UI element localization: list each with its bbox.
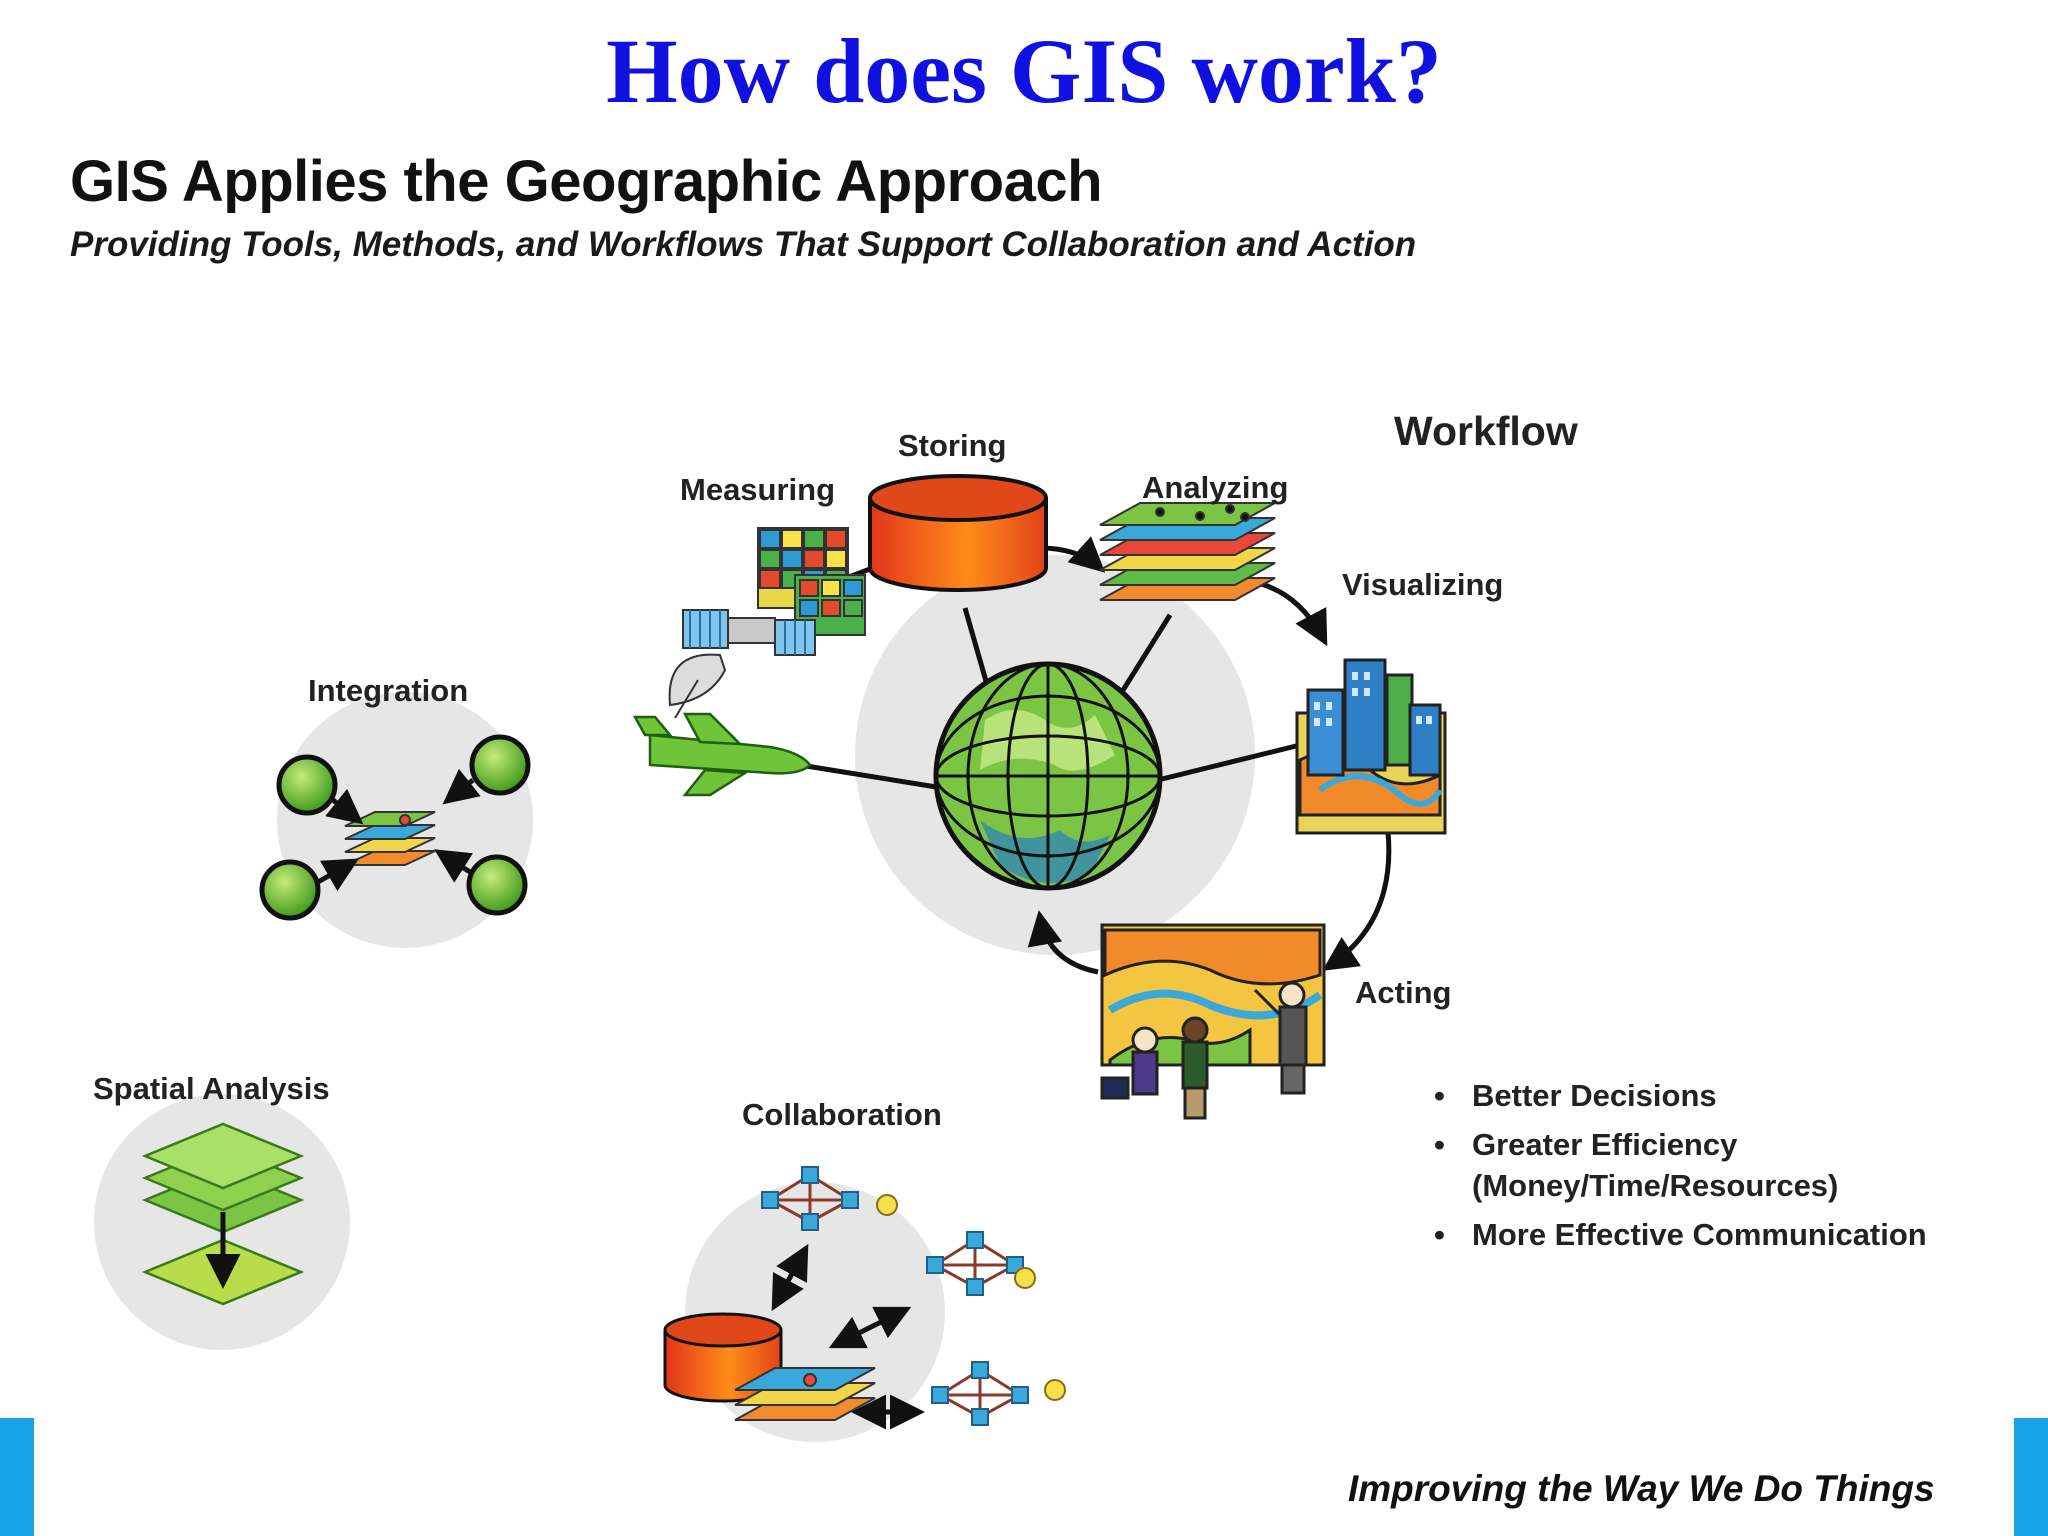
database-icon xyxy=(868,474,1048,592)
satellite-icon xyxy=(668,609,816,719)
footer-tagline: Improving the Way We Do Things xyxy=(1348,1468,1935,1509)
spatial-analysis-layers-icon xyxy=(141,1122,305,1306)
integration-label: Integration xyxy=(308,673,469,708)
benefits-list: Better Decisions Greater Efficiency (Mon… xyxy=(1430,1075,1932,1263)
data-layers-icon xyxy=(1099,502,1276,601)
airplane-icon xyxy=(632,712,812,797)
diagram-heading: GIS Applies the Geographic Approach xyxy=(70,149,1103,214)
benefit-item: More Effective Communication xyxy=(1430,1214,1932,1255)
step-label-visualizing: Visualizing xyxy=(1342,567,1504,602)
arrow-visualizing-to-acting xyxy=(1322,831,1392,971)
presentation-board-icon xyxy=(1100,923,1326,1120)
diagram-subheading: Providing Tools, Methods, and Workflows … xyxy=(70,225,1417,264)
step-label-analyzing: Analyzing xyxy=(1142,470,1289,505)
benefit-item: Greater Efficiency (Money/Time/Resources… xyxy=(1430,1124,1932,1206)
right-edge-accent xyxy=(2014,1418,2048,1536)
collaboration-label: Collaboration xyxy=(742,1097,942,1132)
collaboration-icon xyxy=(663,1166,1066,1430)
globe-icon xyxy=(933,661,1163,891)
left-edge-accent xyxy=(0,1418,34,1536)
slide-title: How does GIS work? xyxy=(606,20,1442,122)
step-label-measuring: Measuring xyxy=(680,472,836,507)
city-map-icon xyxy=(1295,658,1447,835)
workflow-title: Workflow xyxy=(1394,408,1578,454)
data-grid-icon xyxy=(757,527,866,636)
integration-icon xyxy=(259,734,531,921)
benefit-item: Better Decisions xyxy=(1430,1075,1932,1116)
arrow-acting-to-globe xyxy=(1027,910,1099,975)
step-label-storing: Storing xyxy=(898,428,1007,463)
step-label-acting: Acting xyxy=(1355,975,1452,1010)
spatial-analysis-label: Spatial Analysis xyxy=(93,1071,330,1106)
